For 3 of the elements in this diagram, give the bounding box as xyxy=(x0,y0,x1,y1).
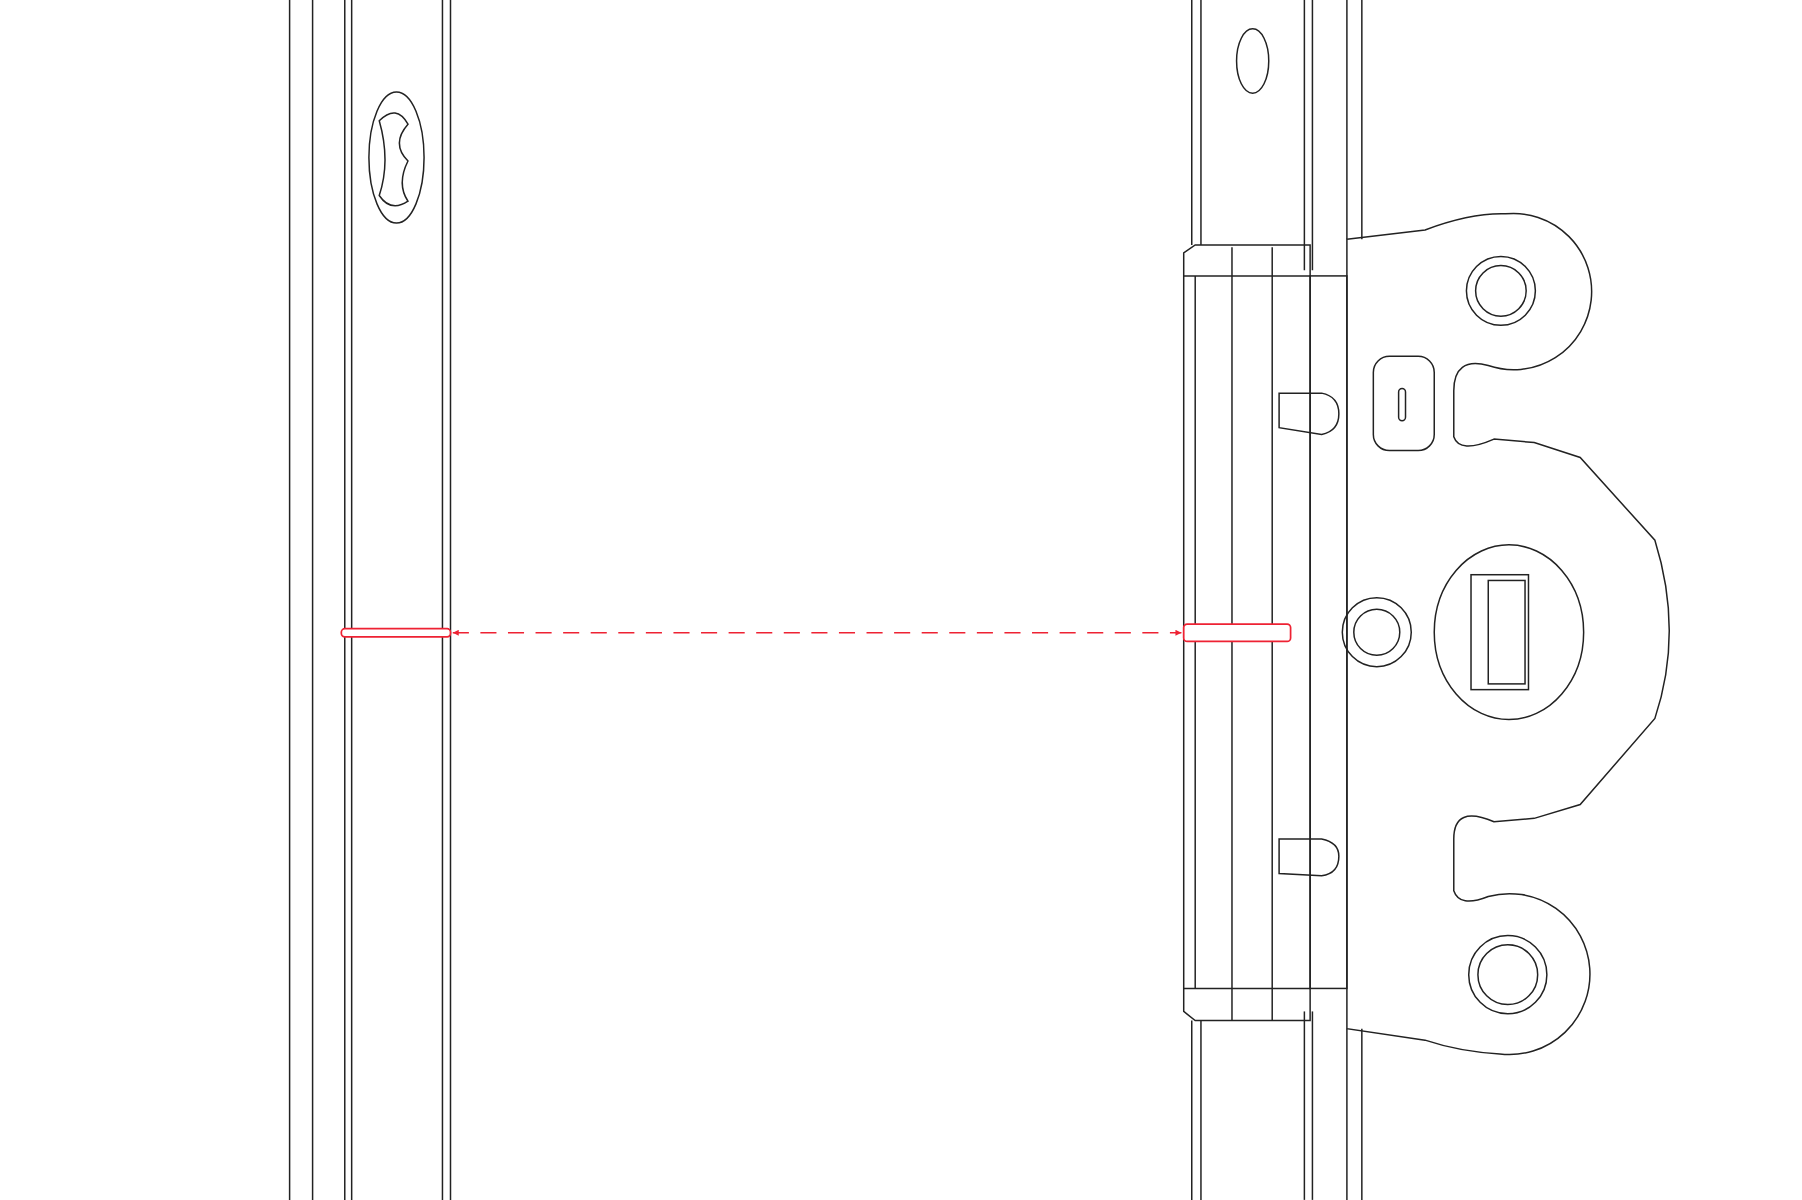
alignment-mark xyxy=(1182,623,1292,643)
arrow xyxy=(452,629,1183,636)
alignment-mark xyxy=(340,627,452,638)
